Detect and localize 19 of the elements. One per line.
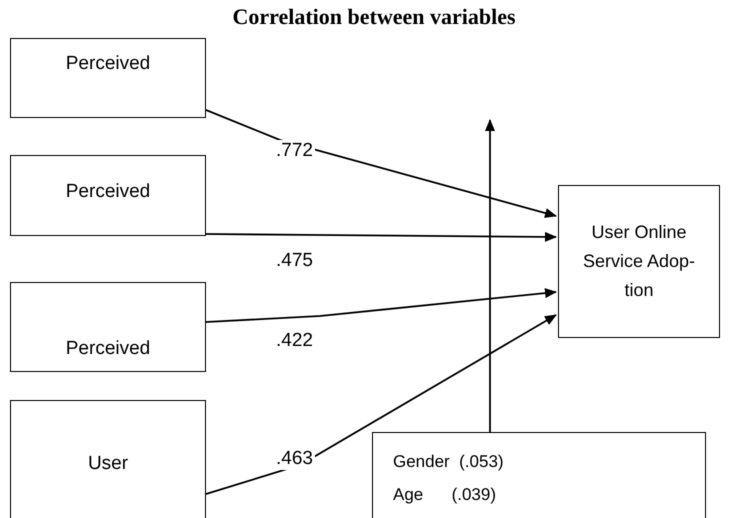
node-text: User: [88, 452, 128, 476]
arrow: [206, 288, 557, 323]
variable-box: [558, 185, 720, 338]
node-text: Perceived: [66, 180, 150, 204]
node-text: User Online Service Adop- tion: [582, 221, 696, 302]
arrow: [206, 314, 557, 495]
node-text: Perceived: [66, 52, 150, 76]
variable-box: [372, 432, 706, 518]
arrow: [206, 232, 557, 242]
node-text: Perceived: [66, 337, 150, 362]
node-text: Gender (.053): [393, 451, 504, 473]
variable-box: [10, 38, 206, 118]
variable-box: [10, 282, 206, 372]
variable-box: [10, 400, 206, 518]
node-text: Age (.039): [393, 484, 496, 506]
arrow: [206, 109, 557, 218]
title: Correlation between variables: [232, 4, 516, 29]
variable-box: [10, 155, 206, 236]
arrow: [485, 119, 495, 432]
